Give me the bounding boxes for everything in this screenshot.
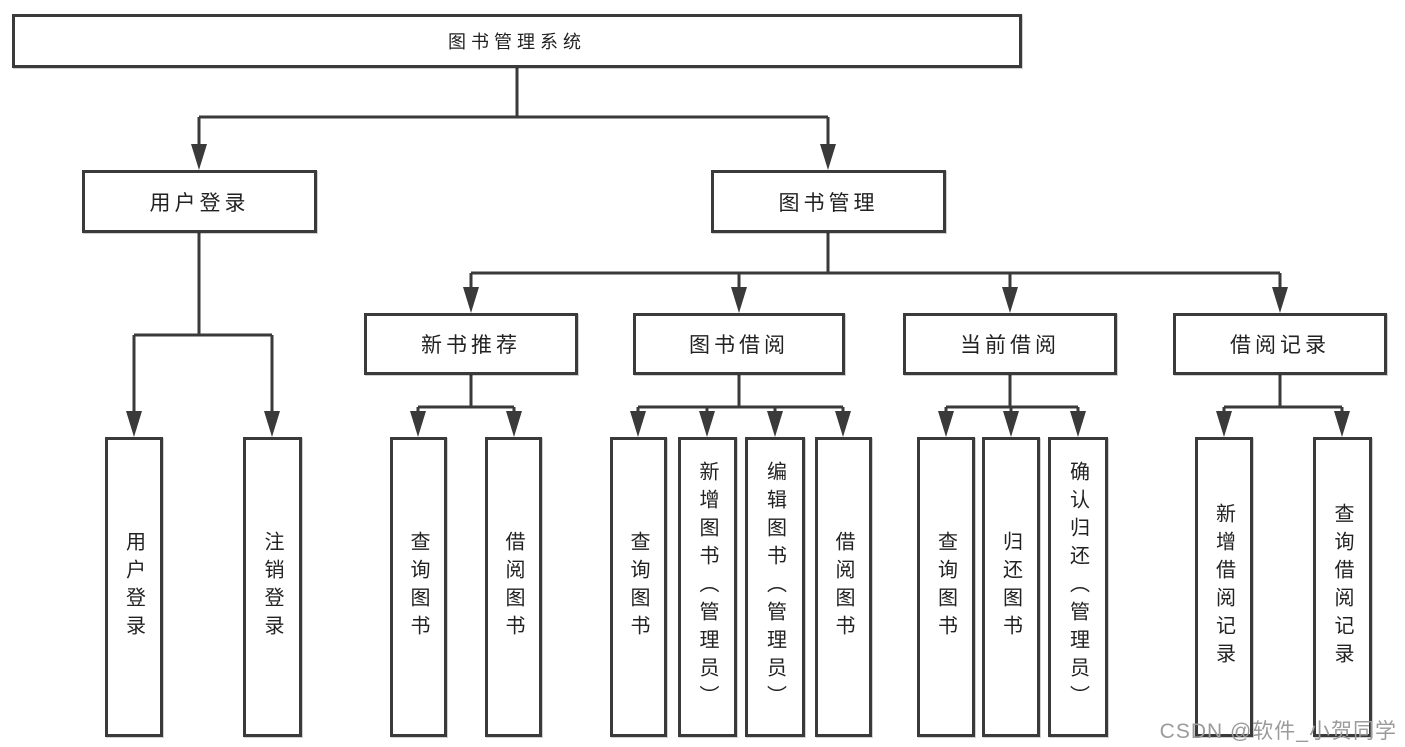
node-logout: 注销登录 — [243, 437, 302, 737]
node-borrow-records: 借阅记录 — [1173, 313, 1387, 375]
node-label: 图书管理 — [778, 191, 879, 215]
arrowheads — [126, 144, 1350, 437]
node-label: 新增借阅记录 — [1212, 503, 1235, 671]
node-confirm-return-admin: 确认归还（管理员） — [1048, 437, 1108, 737]
node-label: 归还图书 — [999, 531, 1022, 643]
node-add-books-admin: 新增图书（管理员） — [678, 437, 737, 737]
node-new-book-recommend: 新书推荐 — [364, 313, 578, 375]
node-label: 新增图书（管理员） — [696, 461, 718, 713]
node-add-borrow-record: 新增借阅记录 — [1195, 437, 1253, 737]
node-query-books-borrow: 查询图书 — [610, 437, 667, 737]
node-label: 查询图书 — [934, 531, 957, 643]
node-label: 当前借阅 — [960, 334, 1060, 357]
node-return-books: 归还图书 — [982, 437, 1040, 737]
node-label: 借阅图书 — [502, 531, 524, 643]
node-query-books-current: 查询图书 — [917, 437, 975, 737]
node-user-login-module: 用户登录 — [82, 170, 317, 233]
node-query-books-newbook: 查询图书 — [390, 437, 447, 737]
node-borrow-books-newbook: 借阅图书 — [485, 437, 542, 737]
node-label: 查询借阅记录 — [1331, 503, 1353, 671]
node-user-login: 用户登录 — [105, 437, 163, 737]
node-edit-books-admin: 编辑图书（管理员） — [745, 437, 805, 737]
node-book-management: 图书管理 — [711, 170, 946, 233]
node-book-borrow: 图书借阅 — [633, 313, 845, 375]
node-label: 借阅图书 — [832, 531, 854, 643]
node-label: 图书管理系统 — [448, 32, 586, 52]
node-label: 新书推荐 — [421, 334, 521, 357]
node-label: 借阅记录 — [1230, 334, 1330, 357]
node-library-management-system: 图书管理系统 — [12, 14, 1022, 68]
node-label: 编辑图书（管理员） — [763, 461, 786, 713]
node-label: 查询图书 — [407, 531, 429, 643]
node-label: 查询图书 — [627, 531, 649, 643]
node-label: 注销登录 — [261, 531, 283, 643]
node-label: 用户登录 — [122, 531, 145, 643]
node-current-borrow: 当前借阅 — [903, 313, 1117, 375]
node-query-borrow-record: 查询借阅记录 — [1313, 437, 1372, 737]
node-label: 确认归还（管理员） — [1066, 461, 1089, 713]
node-borrow-books-borrow: 借阅图书 — [815, 437, 872, 737]
node-label: 图书借阅 — [689, 334, 789, 357]
node-label: 用户登录 — [149, 191, 250, 215]
